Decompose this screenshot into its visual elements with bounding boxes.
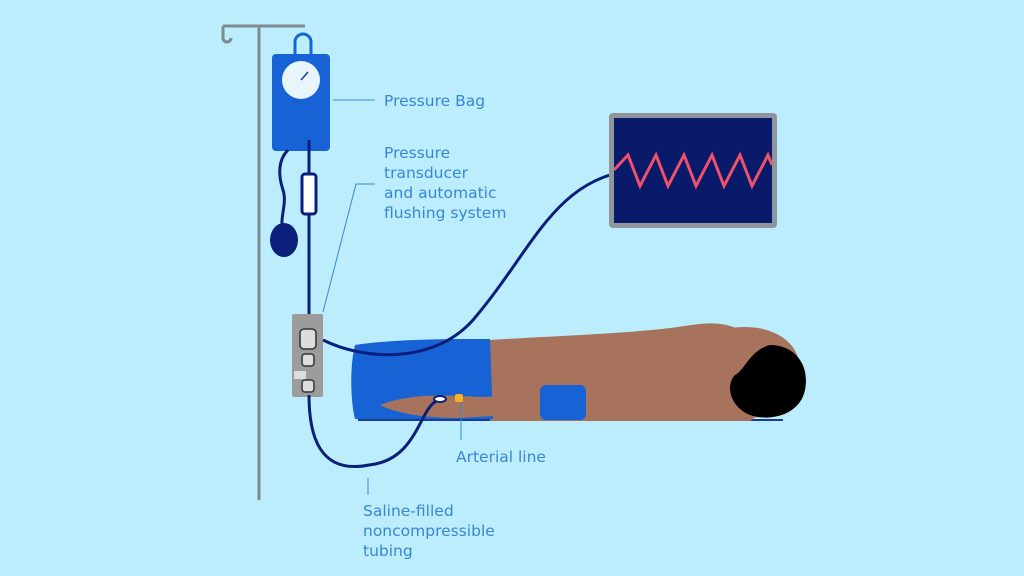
pressure-waveform: [612, 151, 774, 190]
arterial-catheter: [455, 394, 463, 402]
label-transducer-2: transducer: [384, 164, 469, 182]
iv-pole: [221, 24, 305, 500]
saline-tubing: [307, 394, 440, 468]
label-transducer-4: flushing system: [384, 204, 506, 222]
label-tubing-1: Saline-filled: [363, 502, 454, 520]
monitor: [609, 113, 777, 228]
pressure-bag: [272, 32, 330, 151]
patient: [351, 323, 806, 421]
pressure-transducer: [292, 314, 323, 397]
label-transducer-3: and automatic: [384, 184, 496, 202]
inflation-bulb: [270, 223, 298, 257]
label-tubing-3: tubing: [363, 542, 413, 560]
monitor-cable: [322, 168, 634, 357]
drip-chamber: [300, 172, 318, 216]
label-pressure-bag: Pressure Bag: [384, 92, 485, 110]
label-transducer-1: Pressure: [384, 144, 450, 162]
label-tubing-2: noncompressible: [363, 522, 495, 540]
label-arterial-line: Arterial line: [456, 448, 546, 466]
bp-cuff: [540, 385, 586, 420]
